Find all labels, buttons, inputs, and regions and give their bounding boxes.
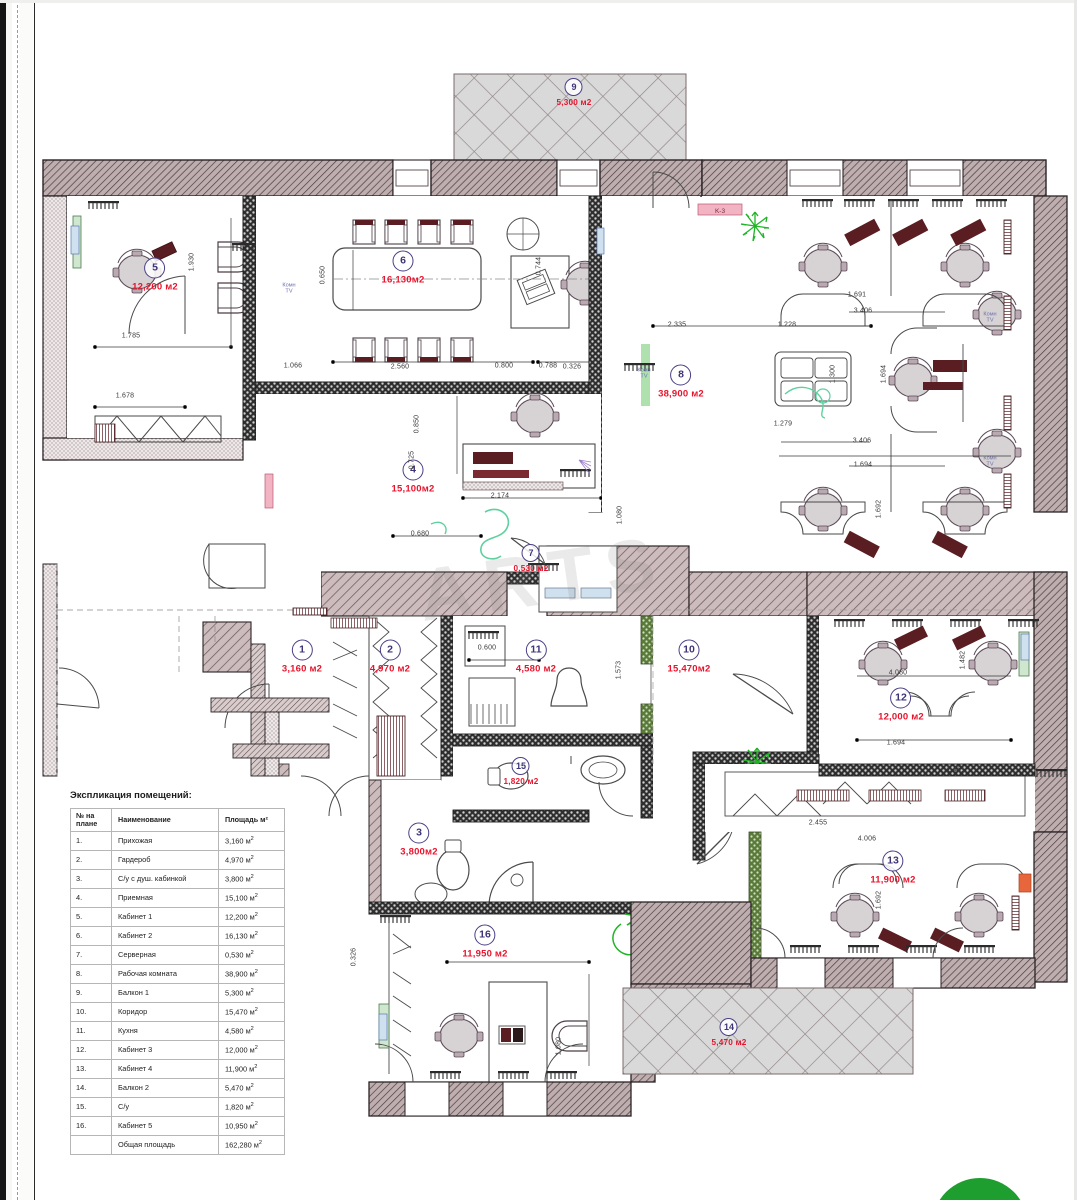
cell-name: С/у с душ. кабинкой [111,868,219,889]
cell-name: Серверная [111,944,219,965]
scan-border-rule [34,0,35,1200]
cell-number: 11. [70,1020,112,1041]
header-name: Наименование [111,808,219,832]
scan-edge-light [6,0,12,1200]
cell-name: Прихожая [111,830,219,851]
cell-area: 10,950 м2 [218,1115,285,1136]
brand-logo-icon [932,1178,1028,1200]
cell-area: 5,300 м2 [218,982,285,1003]
cell-name: Кухня [111,1020,219,1041]
cell-name: Кабинет 1 [111,906,219,927]
cell-number: 5. [70,906,112,927]
cell-name: Коридор [111,1001,219,1022]
floor-plan-drawing: K-3 [33,4,1077,1200]
cell-area-total: 162,280 м2 [218,1134,285,1155]
cell-number: 15. [70,1096,112,1117]
cell-name: Кабинет 5 [111,1115,219,1136]
cell-number: 14. [70,1077,112,1098]
cell-number: 3. [70,868,112,889]
cell-number: 1. [70,830,112,851]
cell-name: Кабинет 2 [111,925,219,946]
cell-number: 2. [70,849,112,870]
svg-text:K-3: K-3 [715,208,726,215]
cell-name: Кабинет 4 [111,1058,219,1079]
cell-area: 12,200 м2 [218,906,285,927]
cell-area: 16,130 м2 [218,925,285,946]
scan-right-edge [1074,0,1077,1200]
cell-area: 1,820 м2 [218,1096,285,1117]
cell-number: 13. [70,1058,112,1079]
cell-number: 4. [70,887,112,908]
cell-number: 8. [70,963,112,984]
cell-area: 4,580 м2 [218,1020,285,1041]
cell-area: 15,100 м2 [218,887,285,908]
cell-name-total: Общая площадь [111,1134,219,1155]
scan-top-edge [0,0,1077,3]
cell-name: Балкон 1 [111,982,219,1003]
cell-area: 4,970 м2 [218,849,285,870]
cell-area: 3,800 м2 [218,868,285,889]
cell-number: 16. [70,1115,112,1136]
cell-area: 15,470 м2 [218,1001,285,1022]
cell-number [70,1134,112,1155]
scan-margin [19,0,33,1200]
scan-edge-dark [0,0,6,1200]
cell-name: С/у [111,1096,219,1117]
cell-name: Приемная [111,887,219,908]
explication-panel: Экспликация помещений: № на плане Наимен… [70,790,285,1155]
header-number: № на плане [70,808,112,832]
cell-name: Балкон 2 [111,1077,219,1098]
cell-area: 11,900 м2 [218,1058,285,1079]
table-header-row: № на плане Наименование Площадь м² [70,808,285,832]
cell-name: Рабочая комната [111,963,219,984]
cell-area: 12,000 м2 [218,1039,285,1060]
cell-number: 6. [70,925,112,946]
cell-number: 12. [70,1039,112,1060]
cell-area: 5,470 м2 [218,1077,285,1098]
header-area: Площадь м² [218,808,285,832]
cell-area: 38,900 м2 [218,963,285,984]
explication-table: № на плане Наименование Площадь м² 1.При… [70,808,285,1155]
cell-area: 3,160 м2 [218,830,285,851]
scan-dashed-guide [17,0,18,1200]
explication-title: Экспликация помещений: [70,790,192,801]
cell-number: 9. [70,982,112,1003]
cell-name: Гардероб [111,849,219,870]
cell-number: 10. [70,1001,112,1022]
cell-number: 7. [70,944,112,965]
cell-name: Кабинет 3 [111,1039,219,1060]
cell-area: 0,530 м2 [218,944,285,965]
